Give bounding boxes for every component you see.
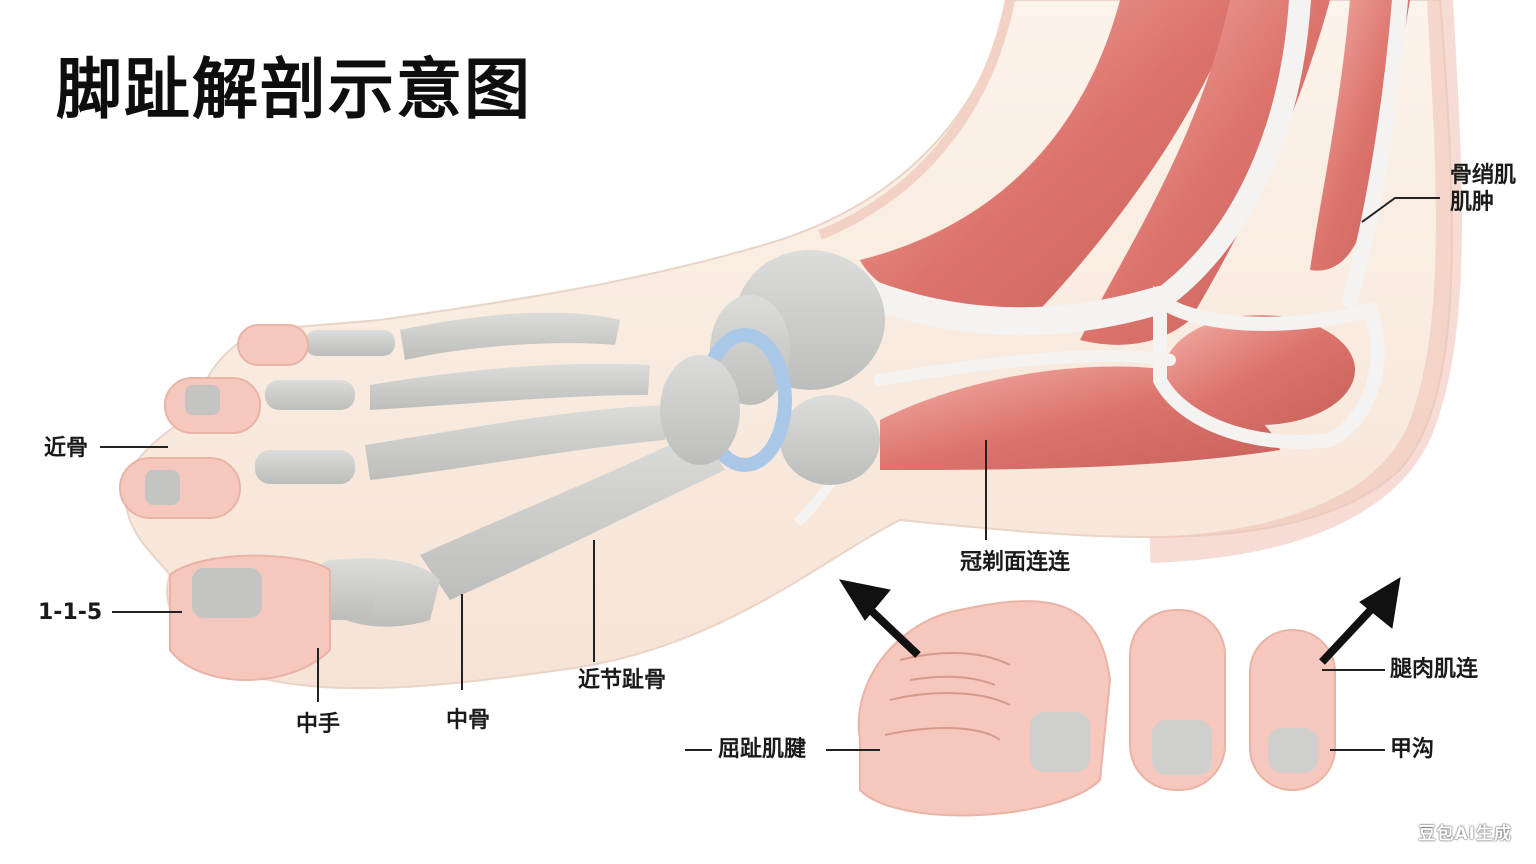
watermark: 豆包AI生成 bbox=[1418, 824, 1512, 844]
label-bottom-2: 中骨 bbox=[446, 708, 491, 733]
toe-nails bbox=[145, 385, 262, 618]
label-top-right-2: 肌肿 bbox=[1450, 190, 1495, 215]
inset-toes bbox=[857, 600, 1336, 817]
label-toes-left: 屈趾肌腱 bbox=[718, 737, 807, 762]
label-left-2: 1-1-5 bbox=[38, 600, 103, 625]
label-top-right-1: 骨绡肌 bbox=[1450, 163, 1517, 188]
leader-lines bbox=[100, 197, 1440, 751]
label-toes-right-1: 腿肉肌连 bbox=[1390, 657, 1479, 682]
label-toes-right-2: 甲沟 bbox=[1390, 737, 1435, 762]
leg-muscles bbox=[860, 0, 1410, 470]
label-left-1: 近骨 bbox=[44, 436, 89, 461]
tendons bbox=[795, 0, 1408, 525]
label-center: 冠剃面连连 bbox=[960, 550, 1071, 575]
direction-arrows bbox=[838, 577, 1401, 665]
label-bottom-3: 近节趾骨 bbox=[578, 668, 667, 693]
label-bottom-1: 中手 bbox=[296, 712, 341, 737]
diagram-title: 脚趾解剖示意图 bbox=[56, 50, 532, 128]
